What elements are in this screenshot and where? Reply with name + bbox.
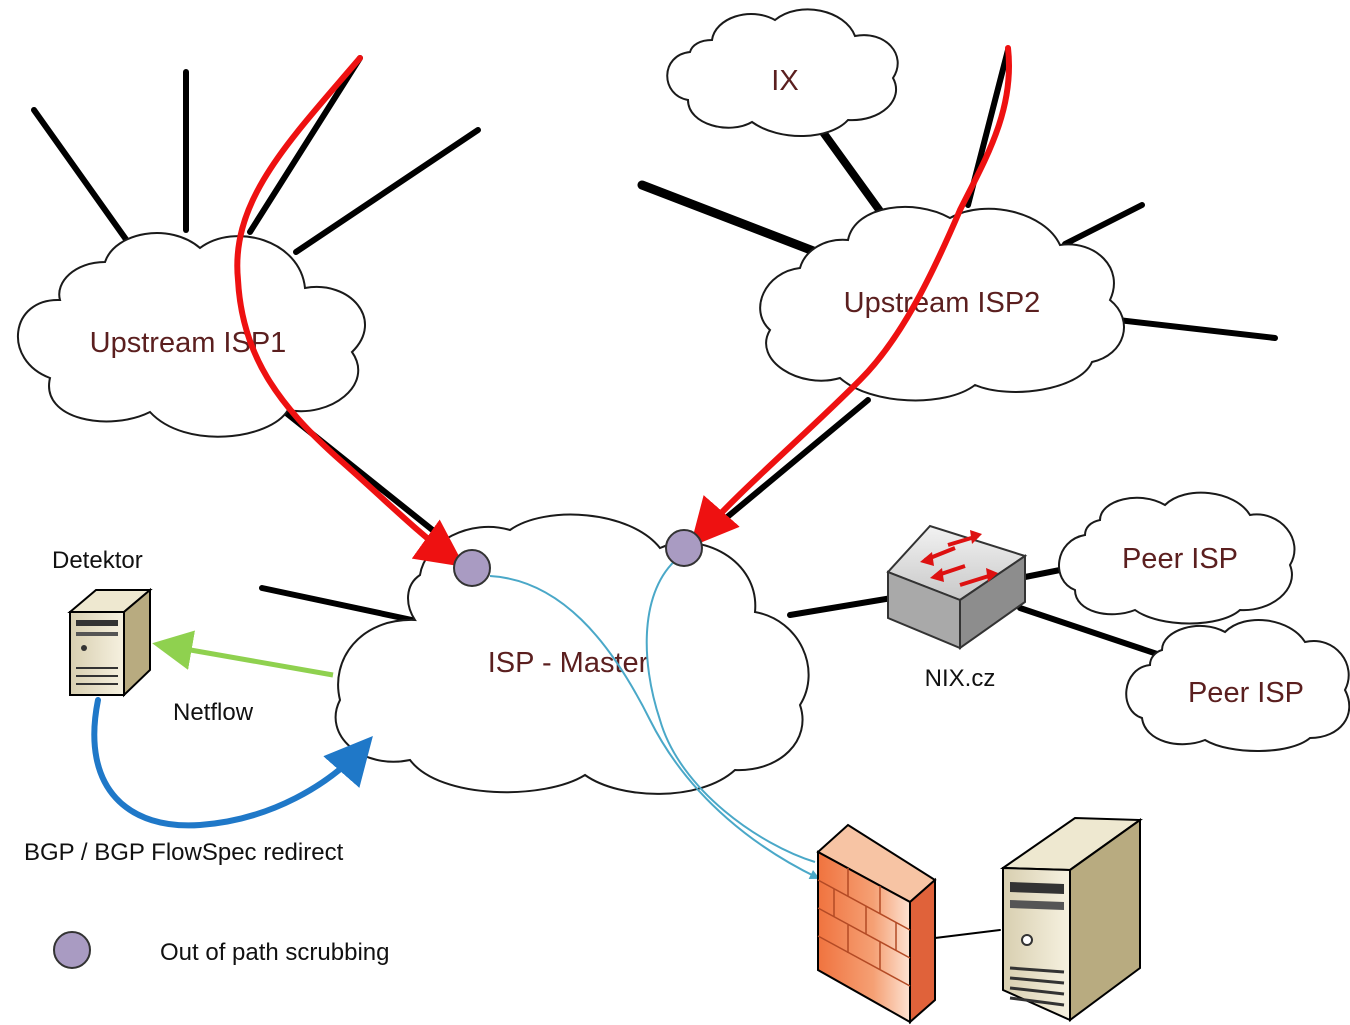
scrub-path-left (489, 575, 820, 880)
cloud-label-ix: IX (771, 65, 798, 97)
link-isp2-spoke-left (637, 180, 847, 267)
label-bgp-redirect: BGP / BGP FlowSpec redirect (24, 839, 344, 866)
legend-scrubbing-node-icon (53, 931, 91, 969)
scrubbing-node-left (453, 549, 491, 587)
label-nix: NIX.cz (925, 665, 996, 692)
cloud-peer-isp-bottom: Peer ISP (1125, 619, 1350, 752)
scrub-path-right (645, 557, 816, 863)
cloud-label-upstream-isp2: Upstream ISP2 (844, 287, 1041, 319)
attack-path-isp2 (690, 45, 1012, 548)
link-isp2-master (687, 397, 871, 551)
cloud-label-peer-isp-top: Peer ISP (1122, 543, 1238, 575)
server-icon (67, 587, 153, 698)
label-netflow: Netflow (173, 699, 254, 726)
switch-icon (886, 524, 1028, 650)
label-detektor: Detektor (52, 547, 143, 574)
scrubbing-node-right (665, 529, 703, 567)
cloud-label-isp-master: ISP - Master (488, 647, 649, 679)
firewall-icon (816, 823, 937, 1025)
links (31, 47, 1278, 939)
link-nix-peer-bottom (1017, 605, 1178, 663)
link-isp1-spoke-3 (247, 55, 363, 235)
link-isp2-spoke-right (1062, 202, 1145, 247)
scrubbing-server-icon (999, 816, 1143, 1022)
legend: Out of path scrubbing (53, 931, 389, 969)
bgp-redirect-arrow (91, 697, 373, 829)
link-firewall-server (934, 929, 1001, 939)
link-master-left (259, 585, 415, 623)
link-master-nix (787, 595, 895, 618)
cloud-ix: IX (666, 8, 899, 138)
link-isp2-spoke-far (1115, 317, 1278, 341)
cloud-upstream-isp2: Upstream ISP2 (759, 206, 1125, 402)
cloud-peer-isp-top: Peer ISP (1058, 491, 1296, 625)
cloud-isp-master: ISP - Master (334, 513, 810, 795)
attack-path-isp1 (234, 55, 465, 567)
cloud-label-peer-isp-bottom: Peer ISP (1188, 677, 1304, 709)
cloud-upstream-isp1: Upstream ISP1 (16, 232, 366, 438)
link-ix-isp2 (816, 124, 889, 222)
link-isp1-spoke-4 (293, 127, 481, 255)
link-isp1-spoke-1 (31, 107, 133, 248)
legend-scrubbing-label: Out of path scrubbing (160, 939, 389, 966)
netflow-arrow (152, 630, 334, 678)
